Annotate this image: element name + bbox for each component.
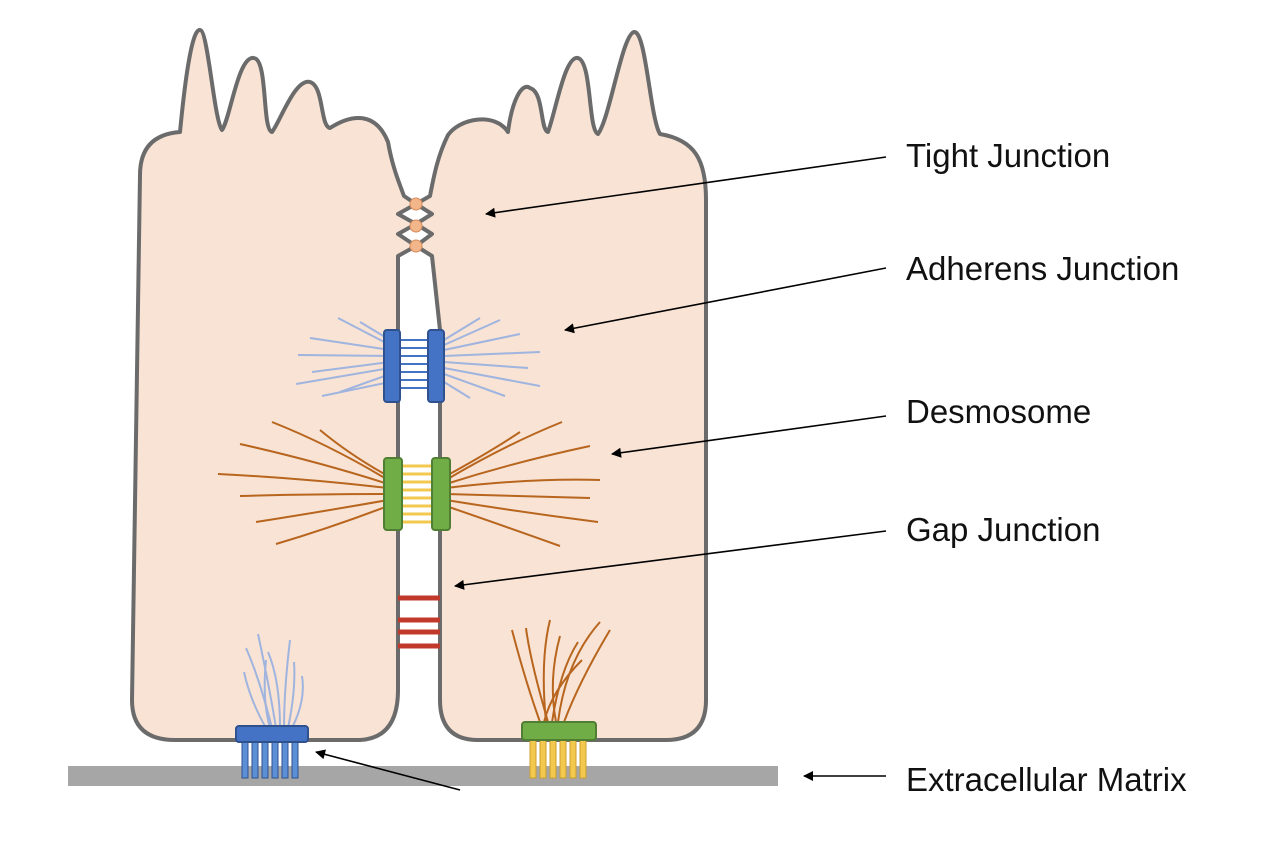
extracellular-matrix-bar [68, 766, 778, 786]
tight-junction-protein [409, 239, 423, 253]
adherens-plaque-right [427, 329, 445, 403]
tight-junction [409, 197, 423, 253]
desmosome-plaque-left [383, 457, 403, 531]
tight-junction-protein [409, 219, 423, 233]
adherens-plaque-left [383, 329, 401, 403]
desmosome-plaque-right [431, 457, 451, 531]
focal-adhesion-plaque [235, 725, 309, 743]
arrows [315, 156, 887, 791]
focal-adhesion-arrow [315, 749, 461, 791]
intermediate-filaments [217, 421, 601, 547]
tight-junction-label: Tight Junction [906, 137, 1111, 174]
tight-junction-protein [409, 197, 423, 211]
adherens-junction-label: Adherens Junction [906, 250, 1180, 287]
gap-junction-label: Gap Junction [906, 511, 1101, 548]
left-cell [130, 28, 418, 742]
right-cell [414, 30, 708, 742]
hemidesmosome [511, 619, 611, 779]
adherens-junction-arrow [564, 267, 887, 334]
actin-filaments [295, 317, 541, 399]
adherens-junction [383, 329, 445, 403]
extracellular-matrix-label: Extracellular Matrix [906, 761, 1187, 798]
tight-junction-arrow [485, 156, 887, 218]
hemidesmosome-plaque [521, 721, 597, 741]
gap-junction [398, 595, 440, 649]
desmosome [383, 457, 451, 531]
gap-junction-arrow [454, 530, 887, 590]
desmosome-arrow [611, 415, 887, 458]
desmosome-label: Desmosome [906, 393, 1092, 430]
focal-adhesion [235, 633, 309, 779]
